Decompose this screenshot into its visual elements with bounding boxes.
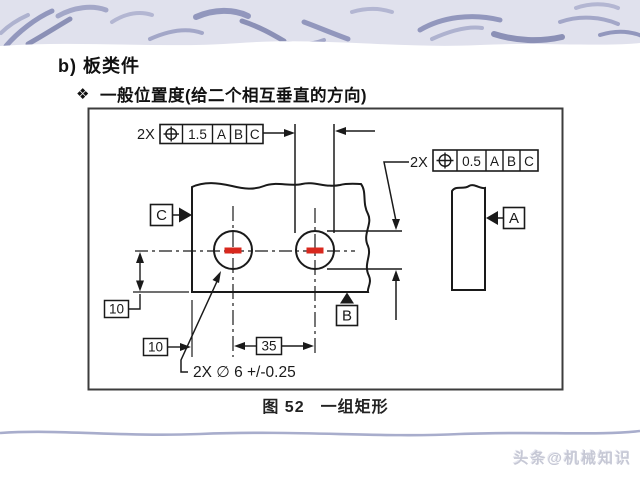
watermark-text: 头条@机械知识	[513, 450, 632, 467]
section-heading: b) 板类件	[58, 56, 140, 76]
arrowhead	[392, 270, 400, 281]
fcf2-datum-1: A	[490, 154, 499, 169]
dimension-value: 10	[148, 340, 163, 355]
bottom-decorative-wave	[0, 429, 640, 437]
feature-control-frame-1: 2X 1.5 A B C	[137, 123, 295, 145]
arrowhead	[136, 252, 144, 263]
arrowhead	[335, 127, 346, 135]
dimension-spacing-35: 35	[234, 336, 314, 356]
arrowhead	[303, 342, 314, 350]
dimension-value: 35	[261, 339, 276, 354]
datum-c-label: C	[149, 203, 192, 227]
datum-c-letter: C	[156, 207, 167, 224]
bullet-subheading-text: 一般位置度(给二个相互垂直的方向)	[99, 87, 367, 105]
fcf1-quantity: 2X	[137, 127, 155, 143]
fcf2-tolerance: 0.5	[462, 154, 481, 169]
fcf1-datum-3: C	[250, 127, 260, 142]
top-decorative-border	[0, 0, 640, 52]
hole-size-callout: 2X ∅ 6 +/-0.25	[180, 271, 296, 381]
datum-triangle-icon	[340, 292, 354, 304]
side-view-outline	[451, 184, 486, 291]
arrowhead	[284, 129, 295, 137]
figure-caption: 图 52 一组矩形	[88, 393, 563, 417]
dimension-vertical-10: 10	[103, 252, 189, 319]
part-side-view: A	[451, 184, 526, 291]
fcf1-datum-2: B	[234, 127, 243, 142]
feature-control-frame-2: 2X 0.5 A B C	[383, 149, 539, 230]
arrowhead	[392, 219, 400, 230]
position-tolerance-icon	[163, 126, 179, 142]
wave-line	[0, 429, 640, 437]
arrowhead	[234, 342, 245, 350]
diamond-bullet-icon: ❖	[76, 86, 90, 103]
hole-right-center-mark	[306, 247, 324, 254]
centerlines	[135, 206, 355, 357]
hole-note-text: 2X ∅ 6 +/-0.25	[193, 364, 296, 381]
datum-a-letter: A	[509, 210, 519, 227]
datum-b-letter: B	[342, 308, 352, 325]
hole-left-center-mark	[224, 247, 242, 254]
dimension-horizontal-10: 10	[142, 300, 193, 357]
position-tolerance-icon	[436, 152, 454, 169]
datum-triangle-icon	[179, 207, 192, 223]
fcf2-datum-2: B	[507, 154, 516, 169]
datum-triangle-icon	[486, 211, 498, 225]
fcf2-datum-3: C	[524, 154, 534, 169]
arrowhead	[180, 343, 191, 351]
tolerance-zone-lines	[294, 124, 402, 320]
dimension-value: 10	[109, 302, 124, 317]
figure-frame	[87, 107, 564, 391]
datum-b-label: B	[335, 292, 359, 327]
fcf1-tolerance: 1.5	[188, 127, 207, 142]
bullet-subheading: ❖ 一般位置度(给二个相互垂直的方向)	[76, 82, 367, 106]
figure-number: 图 52	[262, 399, 305, 416]
band-bottom-wave	[0, 41, 640, 52]
fcf1-datum-1: A	[217, 127, 226, 142]
fcf2-quantity: 2X	[410, 155, 428, 171]
arrowhead	[212, 271, 221, 283]
figure-title: 一组矩形	[320, 399, 389, 416]
arrowhead	[136, 280, 144, 292]
